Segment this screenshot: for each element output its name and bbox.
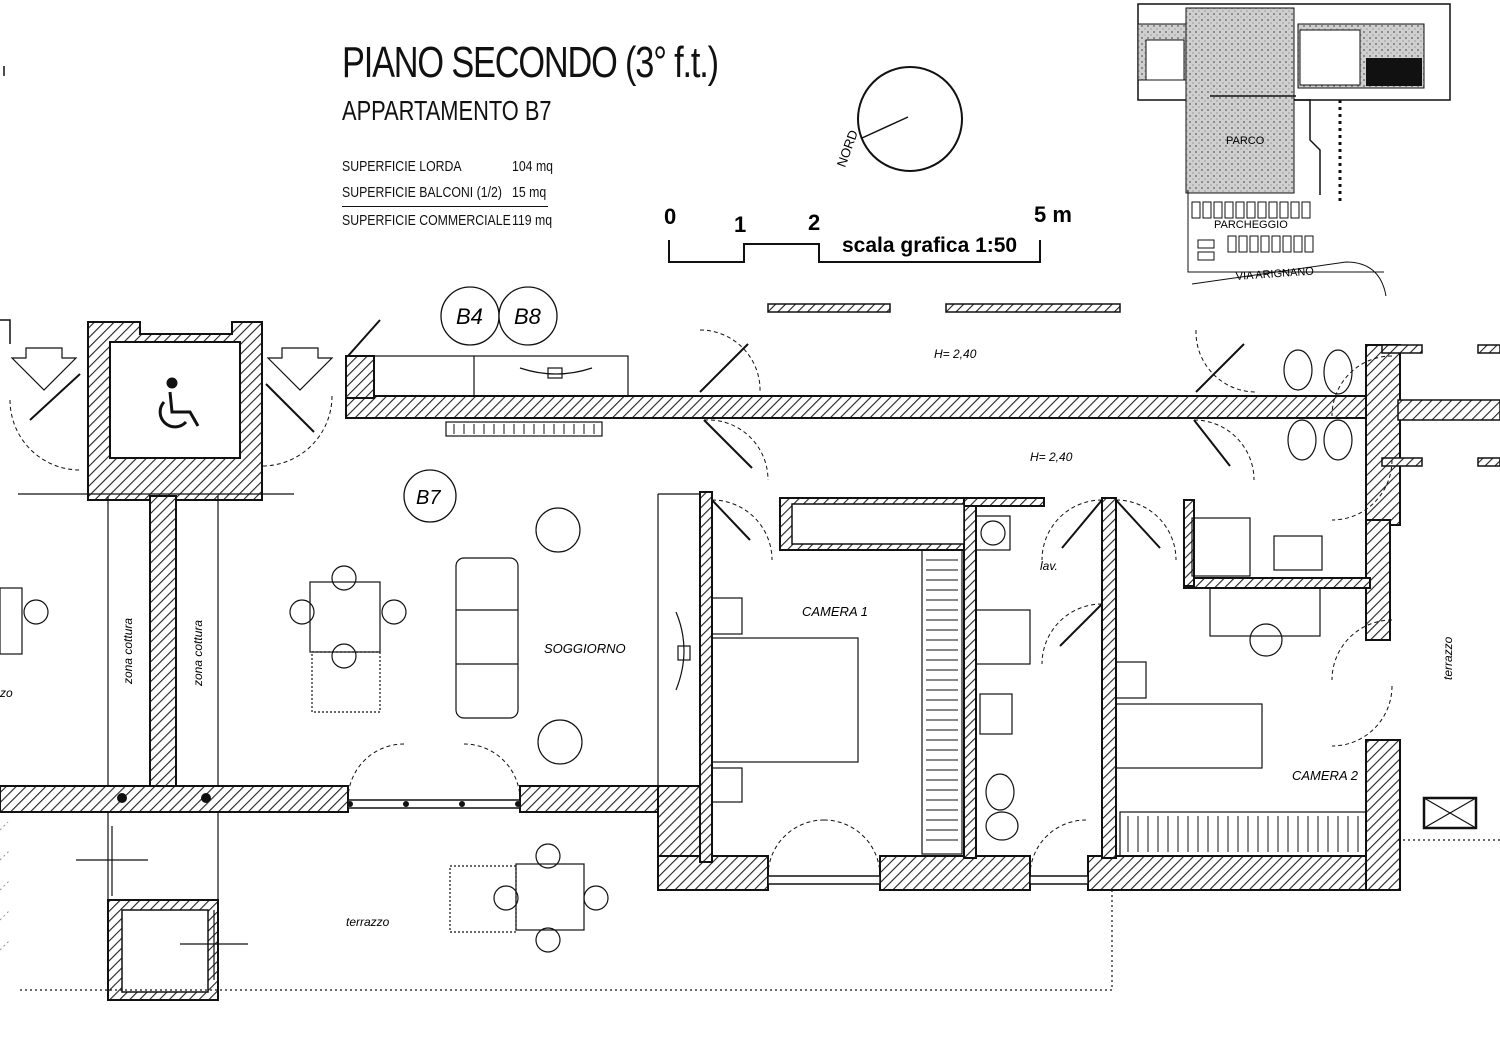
ceiling-height-hall: H= 2,40 xyxy=(1030,450,1073,464)
north-arrow: NORD xyxy=(834,66,963,172)
scale-tick-0: 0 xyxy=(664,204,676,229)
room-label-terrazzo-east: terrazzo xyxy=(1441,636,1455,680)
room-label-camera-1: CAMERA 1 xyxy=(802,604,868,619)
room-label-camera-2: CAMERA 2 xyxy=(1292,768,1359,783)
unit-tag-b8: B8 xyxy=(514,304,542,329)
page-title: PIANO SECONDO (3° f.t.) xyxy=(342,38,719,87)
area-label-commerciale: SUPERFICIE COMMERCIALE xyxy=(342,212,511,229)
area-label-lorda: SUPERFICIE LORDA xyxy=(342,158,462,175)
north-label: NORD xyxy=(834,128,861,169)
site-park-label: PARCO xyxy=(1226,135,1265,147)
room-label-partial: zo xyxy=(0,686,13,700)
accessibility-icon xyxy=(158,377,200,429)
site-map: PARCO PARCHEGGIO VIA ARIGNANO xyxy=(1137,3,1451,297)
area-value-commerciale: 119 mq xyxy=(512,212,553,229)
ceiling-height-corridor: H= 2,40 xyxy=(934,347,977,361)
area-label-balconi: SUPERFICIE BALCONI (1/2) xyxy=(342,184,502,201)
scale-tick-5: 5 m xyxy=(1034,202,1072,227)
area-value-balconi: 15 mq xyxy=(512,184,547,201)
entry-arrows xyxy=(10,347,334,391)
scale-bar: 0 1 2 5 m scala grafica 1:50 xyxy=(664,202,1072,263)
parking-stalls xyxy=(1191,201,1314,261)
unit-tag-b7: B7 xyxy=(416,487,441,509)
room-label-lav: lav. xyxy=(1040,559,1058,573)
furniture xyxy=(0,349,1478,980)
room-label-soggiorno: SOGGIORNO xyxy=(544,641,626,656)
room-label-zona-cottura-2: zona cottura xyxy=(191,620,205,687)
unit-tag-b4: B4 xyxy=(456,304,483,329)
door-swings xyxy=(9,329,1393,877)
walls xyxy=(0,321,1401,1001)
area-divider xyxy=(342,206,548,207)
page-subtitle: APPARTAMENTO B7 xyxy=(342,95,552,126)
site-parking-label: PARCHEGGIO xyxy=(1214,219,1288,231)
scale-tick-2: 2 xyxy=(808,210,820,235)
unit-tags xyxy=(403,286,558,523)
room-label-terrazzo: terrazzo xyxy=(346,915,390,929)
room-label-zona-cottura-1: zona cottura xyxy=(121,618,135,685)
scale-tick-1: 1 xyxy=(734,212,746,237)
site-street-label: VIA ARIGNANO xyxy=(1235,266,1314,283)
area-value-lorda: 104 mq xyxy=(512,158,554,175)
scale-caption: scala grafica 1:50 xyxy=(842,234,1017,257)
wardrobes xyxy=(445,421,1367,857)
